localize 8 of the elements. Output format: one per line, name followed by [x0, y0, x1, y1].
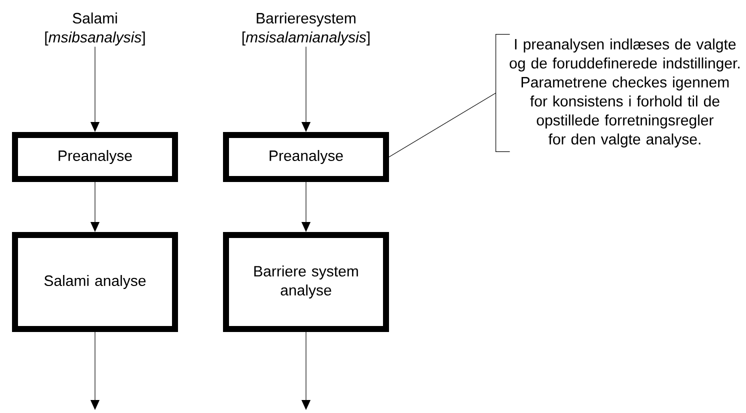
process-box: Barriere system analyse [223, 232, 389, 332]
callout-box: I preanalysen indlæses de valgte og de foruddefinerede indstillinger. Parametrene checkes igennem for konsistens i forhold til de opstillede forretningsregler for den valgte analyse. [496, 34, 740, 152]
process-box: Preanalyse [223, 132, 389, 182]
leader-line [388, 92, 496, 158]
process-box: Salami analyse [12, 232, 178, 332]
input-label: Salami [msibsanalysis] [45, 12, 145, 46]
input-label: Barrieresystem [msisalamianalysis] [242, 12, 370, 46]
process-box: Preanalyse [12, 132, 178, 182]
